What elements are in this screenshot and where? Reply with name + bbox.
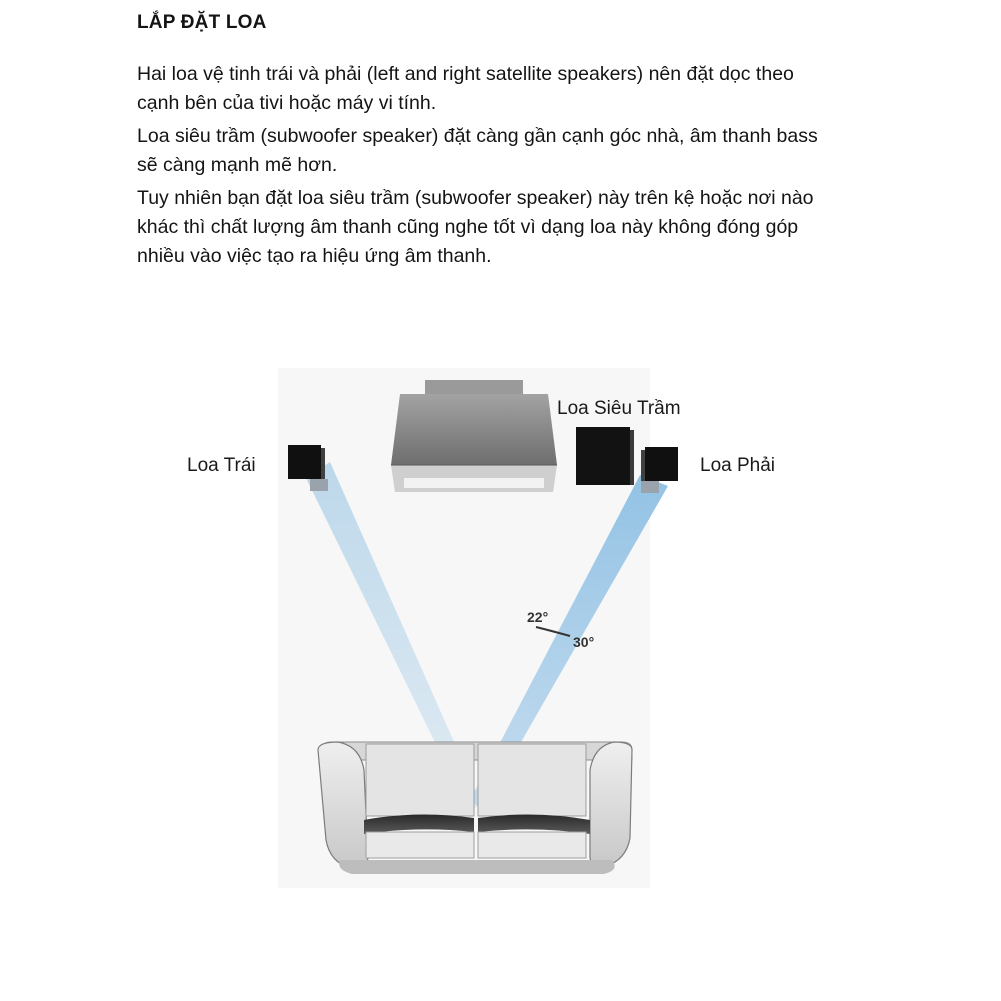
right-speaker-beam [470, 475, 668, 810]
page-title: LẮP ĐẶT LOA [137, 12, 267, 33]
right-speaker-icon [641, 447, 678, 493]
subwoofer-label: Loa Siêu Trầm [557, 398, 681, 419]
left-speaker-label: Loa Trái [187, 455, 256, 476]
sofa-icon [317, 741, 633, 874]
left-speaker-beam [306, 462, 482, 810]
tv-icon [391, 380, 557, 492]
paragraph-satellite-speakers: Hai loa vệ tinh trái và phải (left and r… [137, 63, 794, 114]
right-speaker-label: Loa Phải [700, 455, 776, 476]
angle-label-outer: 30° [573, 634, 594, 650]
paragraph-subwoofer-note: Tuy nhiên bạn đặt loa siêu trầm (subwoof… [137, 187, 814, 267]
paragraph-subwoofer-placement: Loa siêu trầm (subwoofer speaker) đặt cà… [137, 125, 818, 176]
angle-indicator: 22° 30° [527, 609, 594, 650]
left-speaker-icon [288, 445, 328, 491]
angle-label-inner: 22° [527, 609, 548, 625]
subwoofer-icon [576, 427, 634, 485]
